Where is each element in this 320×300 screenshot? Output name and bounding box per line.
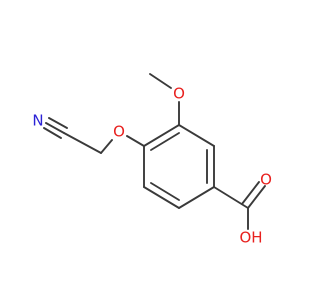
ring-inner-double-bond-1 bbox=[150, 132, 180, 151]
methoxy-o-to-methyl-bond bbox=[149, 73, 172, 89]
ch2-to-ether-o-bond bbox=[100, 139, 113, 154]
ring-bond-c4-c3 bbox=[143, 124, 180, 147]
nitrile-c-to-ch2-bond bbox=[63, 132, 102, 154]
carbonyl-double-bond-line-2 bbox=[241, 181, 260, 205]
structure-diagram: N O O O OH bbox=[32, 73, 272, 247]
nitrile-nitrogen-label: N bbox=[32, 112, 43, 130]
carbonyl-oxygen-label: O bbox=[260, 171, 272, 189]
ring-bond-c1-c6 bbox=[178, 186, 215, 209]
nitrile-triple-bond-line-3 bbox=[43, 127, 62, 139]
ether-o-to-ring-bond bbox=[126, 135, 145, 147]
ring-inner-double-bond-3 bbox=[150, 182, 180, 201]
ring-bond-c3-c2 bbox=[178, 124, 215, 147]
nitrile-triple-bond-line-1 bbox=[45, 122, 65, 134]
carbonyl-double-bond-line-1 bbox=[247, 185, 266, 209]
nitrile-triple-bond-line-2 bbox=[48, 117, 68, 129]
ether-oxygen-label: O bbox=[113, 123, 125, 141]
ring-bond-c6-c5 bbox=[143, 186, 180, 209]
methoxy-oxygen-label: O bbox=[173, 85, 185, 103]
ring-to-carboxyl-c-bond bbox=[213, 186, 249, 209]
hydroxyl-label: OH bbox=[239, 229, 262, 247]
